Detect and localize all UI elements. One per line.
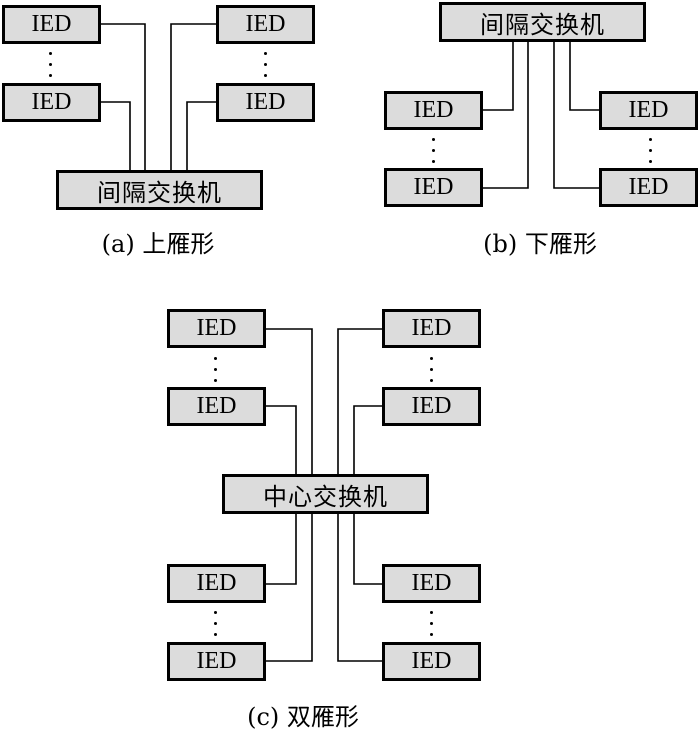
- ied-b-right-2: IED: [599, 168, 698, 207]
- link-c-ll-2: [266, 514, 313, 662]
- ied-label: IED: [196, 393, 237, 419]
- ied-label: IED: [628, 174, 669, 200]
- ellipsis-c-upper-left: [213, 355, 219, 385]
- caption-c: (c) 双雁形: [247, 703, 359, 731]
- ied-label: IED: [196, 570, 237, 596]
- link-b-left-2: [483, 40, 529, 189]
- ied-c-upper-left-2: IED: [167, 387, 266, 426]
- central-switch-c: 中心交换机: [222, 474, 429, 514]
- ied-c-lower-right-1: IED: [382, 564, 481, 603]
- ied-a-right-1: IED: [216, 5, 315, 44]
- link-b-right-2: [553, 40, 600, 189]
- ied-label: IED: [31, 11, 72, 37]
- caption-a: (a) 上雁形: [101, 230, 215, 258]
- caption-b: (b) 下雁形: [483, 230, 597, 258]
- ied-label: IED: [411, 393, 452, 419]
- ellipsis-c-lower-right: [429, 609, 435, 639]
- ied-a-right-2: IED: [216, 83, 315, 122]
- ied-b-left-1: IED: [384, 91, 483, 130]
- link-c-ur-2: [353, 405, 383, 475]
- link-b-left-1: [483, 40, 514, 111]
- link-c-ul-1: [266, 328, 313, 475]
- link-c-lr-2: [337, 514, 383, 662]
- switch-label: 间隔交换机: [97, 178, 222, 207]
- ied-label: IED: [628, 97, 669, 123]
- ellipsis-b-left: [431, 136, 437, 166]
- ied-b-right-1: IED: [599, 91, 698, 130]
- ied-label: IED: [245, 11, 286, 37]
- ied-label: IED: [196, 315, 237, 341]
- ellipsis-a-right: [263, 50, 269, 80]
- ied-label: IED: [196, 648, 237, 674]
- ied-label: IED: [31, 89, 72, 115]
- link-c-lr-1: [353, 514, 383, 585]
- ellipsis-c-lower-left: [213, 609, 219, 639]
- link-c-ll-1: [266, 514, 297, 585]
- ied-c-upper-left-1: IED: [167, 309, 266, 348]
- ied-label: IED: [411, 570, 452, 596]
- link-a-right-2: [186, 101, 217, 171]
- ied-a-left-2: IED: [2, 83, 101, 122]
- ied-c-lower-left-1: IED: [167, 564, 266, 603]
- ied-label: IED: [245, 89, 286, 115]
- bay-switch-a: 间隔交换机: [56, 170, 263, 210]
- switch-label: 中心交换机: [263, 482, 388, 511]
- link-a-left-1: [100, 23, 146, 171]
- ied-label: IED: [411, 648, 452, 674]
- ied-c-lower-right-2: IED: [382, 642, 481, 681]
- switch-label: 间隔交换机: [480, 10, 605, 39]
- ied-b-left-2: IED: [384, 168, 483, 207]
- ied-c-lower-left-2: IED: [167, 642, 266, 681]
- link-a-left-2: [100, 101, 131, 171]
- link-b-right-1: [569, 40, 600, 111]
- ellipsis-c-upper-right: [429, 355, 435, 385]
- link-c-ul-2: [266, 405, 297, 475]
- link-a-right-1: [170, 23, 217, 171]
- ied-label: IED: [413, 174, 454, 200]
- ied-label: IED: [413, 97, 454, 123]
- ied-c-upper-right-2: IED: [382, 387, 481, 426]
- ied-c-upper-right-1: IED: [382, 309, 481, 348]
- ellipsis-a-left: [48, 50, 54, 80]
- ied-label: IED: [411, 315, 452, 341]
- bay-switch-b: 间隔交换机: [439, 2, 646, 42]
- ellipsis-b-right: [648, 136, 654, 166]
- link-c-ur-1: [337, 328, 383, 475]
- ied-a-left-1: IED: [2, 5, 101, 44]
